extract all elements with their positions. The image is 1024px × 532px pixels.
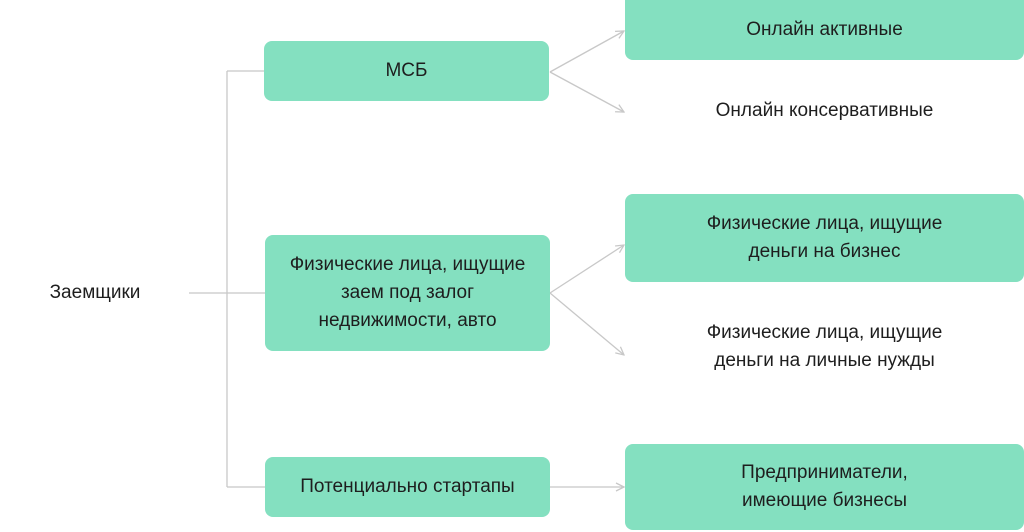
- node-individuals-business: Физические лица, ищущие деньги на бизнес: [625, 194, 1024, 282]
- arrow: [549, 245, 624, 294]
- node-online-active: Онлайн активные: [625, 0, 1024, 60]
- root-node: Заемщики: [49, 282, 141, 303]
- node-online-conservative: Онлайн консервативные: [715, 100, 934, 121]
- node-individuals-personal: Физические лица, ищущие деньги на личные…: [706, 322, 943, 371]
- node-msb: МСБ: [264, 41, 549, 101]
- arrow: [549, 292, 624, 355]
- node-individuals-collateral: Физические лица, ищущие заем под залог н…: [265, 235, 550, 351]
- arrow: [549, 71, 624, 112]
- arrow: [549, 31, 624, 73]
- node-entrepreneurs: Предприниматели, имеющие бизнесы: [625, 444, 1024, 530]
- node-potential-startups: Потенциально стартапы: [265, 457, 550, 517]
